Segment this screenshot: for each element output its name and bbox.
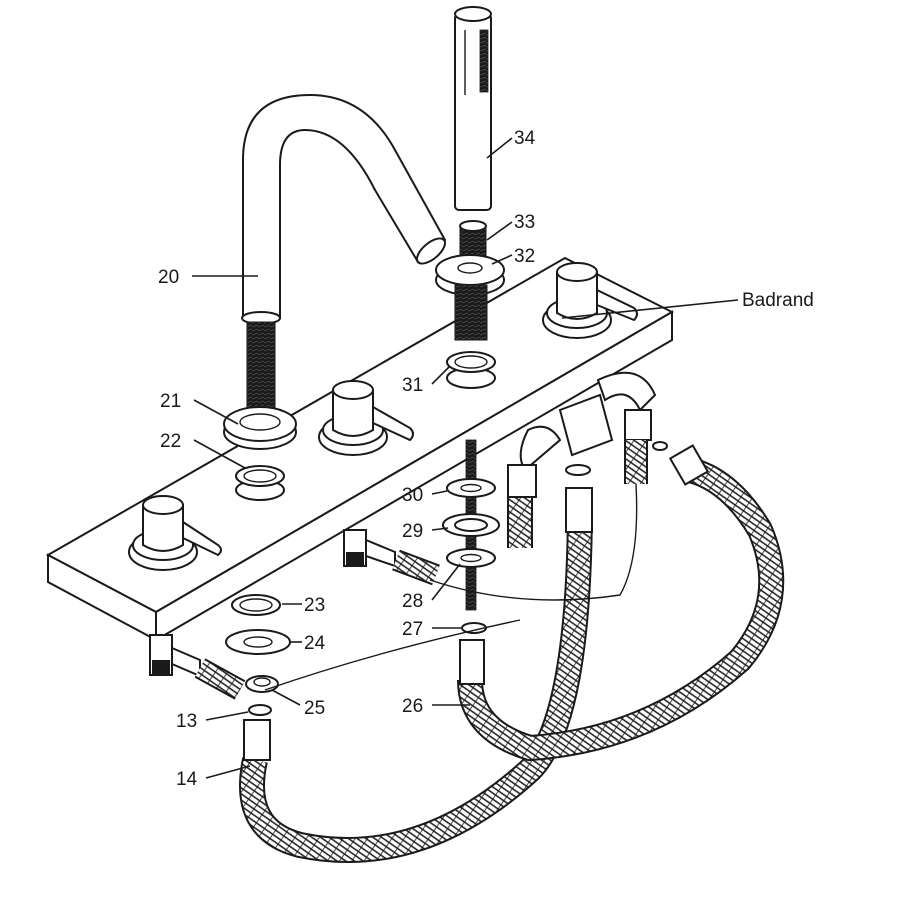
label-13: 13 [176, 711, 197, 732]
part-labels: 20 21 22 23 24 25 13 14 26 27 28 29 30 3… [158, 128, 814, 790]
shower-hose-stack [442, 439, 500, 634]
label-34: 34 [514, 128, 536, 149]
shower-connector-33 [459, 220, 487, 257]
spout-ring-21 [223, 406, 297, 450]
label-23: 23 [304, 595, 325, 616]
label-29: 29 [402, 521, 423, 542]
spout [241, 93, 447, 413]
shower-holder-32 [435, 254, 505, 341]
label-33: 33 [514, 212, 535, 233]
label-21: 21 [160, 391, 181, 412]
valve-handle-middle [318, 380, 414, 456]
label-20: 20 [158, 267, 179, 288]
label-14: 14 [176, 769, 198, 790]
label-24: 24 [304, 633, 326, 654]
washer-23 [231, 594, 281, 616]
valve-body-left [149, 634, 201, 678]
washer-31 [446, 351, 496, 389]
braided-hoses [194, 440, 785, 863]
label-26: 26 [402, 696, 423, 717]
label-28: 28 [402, 591, 423, 612]
hand-shower [454, 6, 492, 211]
label-22: 22 [160, 431, 181, 452]
washer-22 [235, 465, 285, 501]
diverter-fittings [507, 371, 668, 498]
washer-13 [248, 704, 272, 716]
label-badrand: Badrand [742, 290, 814, 311]
valve-body-middle [343, 529, 396, 568]
nut-25 [245, 675, 279, 693]
label-27: 27 [402, 619, 423, 640]
label-32: 32 [514, 246, 535, 267]
valve-handle-right [542, 262, 638, 339]
label-30: 30 [402, 485, 423, 506]
washer-24 [225, 629, 291, 655]
label-25: 25 [304, 698, 325, 719]
valve-handle-left [128, 495, 222, 571]
leader-lines [192, 137, 739, 779]
label-31: 31 [402, 375, 423, 396]
